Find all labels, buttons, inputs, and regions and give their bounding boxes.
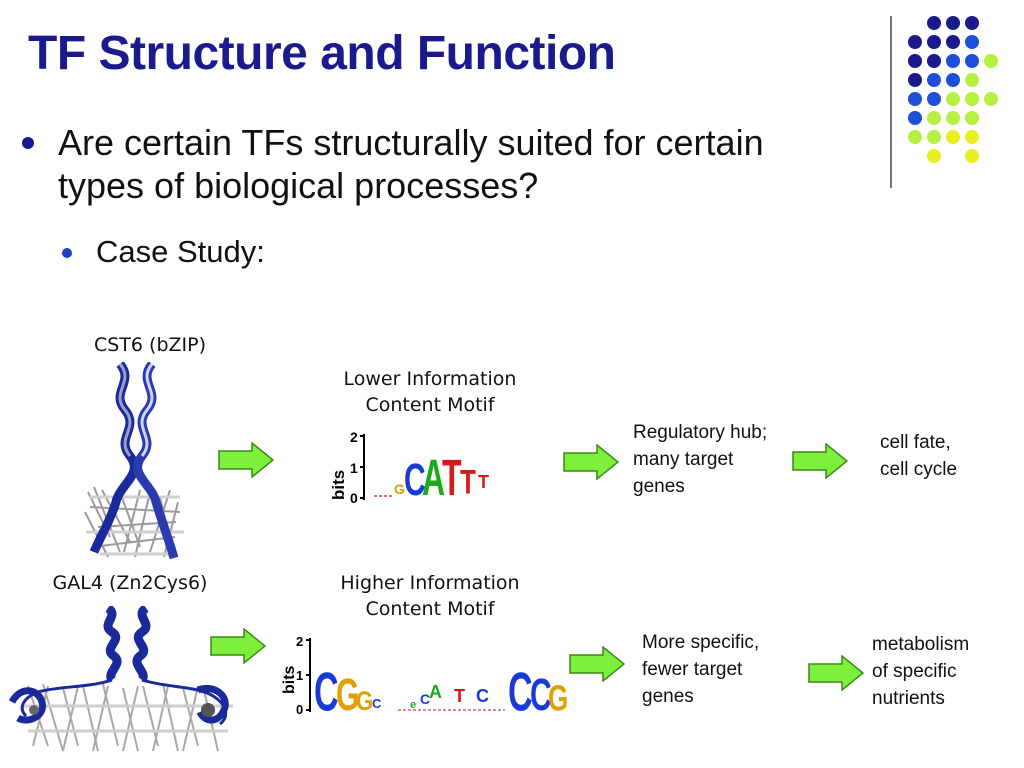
svg-text:C: C — [508, 661, 533, 716]
decorative-dot — [965, 149, 979, 163]
decorative-dot — [927, 16, 941, 30]
process-text-cell-fate: cell fate, cell cycle — [880, 429, 1010, 483]
motif-label-line1: Lower Information — [343, 368, 517, 390]
gal4-sequence-logo: bits 2 1 0 C G G C e C A T C C C G — [280, 632, 575, 716]
arrow-icon — [792, 443, 848, 479]
svg-text:A: A — [422, 449, 445, 504]
decorative-dot — [946, 16, 960, 30]
consequence-line3: genes — [633, 476, 685, 497]
logo-ylabel: bits — [281, 665, 298, 694]
process-line1: metabolism — [872, 634, 970, 655]
decorative-dot — [946, 35, 960, 49]
arrow-icon — [808, 655, 864, 691]
svg-text:G: G — [548, 677, 568, 716]
consequence-text-hub: Regulatory hub; many target genes — [633, 419, 823, 500]
decorative-dot — [946, 92, 960, 106]
decorative-dot — [965, 111, 979, 125]
decorative-dot — [908, 111, 922, 125]
arrow-icon — [218, 442, 274, 478]
consequence-text-specific: More specific, fewer target genes — [642, 629, 812, 710]
cst6-sequence-logo: bits 2 1 0 G C A T T T — [330, 426, 505, 504]
decorative-dot — [946, 130, 960, 144]
consequence-line2: many target — [633, 449, 734, 470]
decorative-dot — [927, 149, 941, 163]
svg-text:1: 1 — [350, 460, 358, 476]
process-line2: of specific — [872, 661, 957, 682]
svg-text:2: 2 — [296, 634, 303, 649]
decorative-dot — [908, 73, 922, 87]
svg-text:G: G — [356, 687, 373, 716]
svg-text:C: C — [372, 696, 382, 711]
sub-bullet-marker — [62, 248, 72, 258]
decorative-dot — [965, 54, 979, 68]
motif-label-line2: Content Motif — [365, 598, 495, 620]
protein-label-cst6: CST6 (bZIP) — [93, 334, 207, 356]
consequence-line1: Regulatory hub; — [633, 422, 768, 443]
svg-text:C: C — [404, 455, 426, 504]
decorative-dot — [927, 73, 941, 87]
svg-text:T: T — [460, 464, 476, 501]
svg-text:G: G — [394, 481, 405, 497]
decorative-dot — [946, 73, 960, 87]
process-line2: cell cycle — [880, 459, 958, 480]
svg-text:0: 0 — [350, 490, 358, 504]
cst6-bzip-structure-image — [84, 362, 184, 560]
svg-text:1: 1 — [296, 668, 303, 683]
decorative-dot — [927, 92, 941, 106]
decorative-dot — [965, 35, 979, 49]
motif-label-line1: Higher Information — [340, 572, 520, 594]
motif-label-lower: Lower Information Content Motif — [310, 366, 550, 418]
decorative-dot — [946, 111, 960, 125]
decorative-dot — [965, 130, 979, 144]
svg-text:T: T — [478, 472, 489, 492]
process-line3: nutrients — [872, 688, 945, 709]
process-text-metabolism: metabolism of specific nutrients — [872, 631, 1012, 712]
decorative-dot — [927, 54, 941, 68]
process-line1: cell fate, — [880, 432, 951, 453]
decorative-dot — [984, 54, 998, 68]
svg-text:C: C — [314, 661, 339, 716]
decorative-dot — [908, 92, 922, 106]
svg-text:C: C — [420, 691, 430, 707]
decorative-dot-grid — [908, 16, 998, 163]
svg-text:2: 2 — [350, 429, 358, 445]
decorative-dot — [965, 73, 979, 87]
consequence-line1: More specific, — [642, 632, 760, 653]
bullet-marker — [22, 137, 34, 149]
decorative-dot — [965, 92, 979, 106]
decorative-dot — [908, 54, 922, 68]
svg-text:C: C — [530, 670, 552, 716]
decorative-dot — [927, 111, 941, 125]
consequence-line3: genes — [642, 686, 694, 707]
decorative-dot — [965, 16, 979, 30]
decorative-dot — [946, 54, 960, 68]
svg-text:C: C — [476, 686, 489, 706]
gal4-zn2cys6-structure-image — [8, 606, 233, 752]
motif-label-higher: Higher Information Content Motif — [310, 570, 550, 622]
svg-text:T: T — [454, 686, 465, 706]
divider-line — [890, 16, 892, 188]
svg-text:G: G — [336, 670, 359, 716]
decorative-dot — [984, 92, 998, 106]
arrow-icon — [210, 628, 266, 664]
protein-label-gal4: GAL4 (Zn2Cys6) — [52, 572, 208, 594]
logo-ylabel: bits — [330, 470, 348, 500]
svg-text:T: T — [442, 449, 462, 504]
svg-text:A: A — [429, 682, 442, 702]
decorative-dot — [927, 35, 941, 49]
svg-text:e: e — [410, 699, 416, 711]
slide-title: TF Structure and Function — [28, 27, 616, 80]
bullet-main-text: Are certain TFs structurally suited for … — [58, 122, 764, 206]
decorative-dot — [927, 130, 941, 144]
svg-text:0: 0 — [296, 702, 303, 716]
decorative-dot — [908, 35, 922, 49]
arrow-icon — [569, 646, 625, 682]
consequence-line2: fewer target — [642, 659, 743, 680]
bullet-sub-text: Case Study: — [96, 234, 265, 269]
arrow-icon — [563, 444, 619, 480]
decorative-dot — [908, 130, 922, 144]
motif-label-line2: Content Motif — [365, 394, 495, 416]
